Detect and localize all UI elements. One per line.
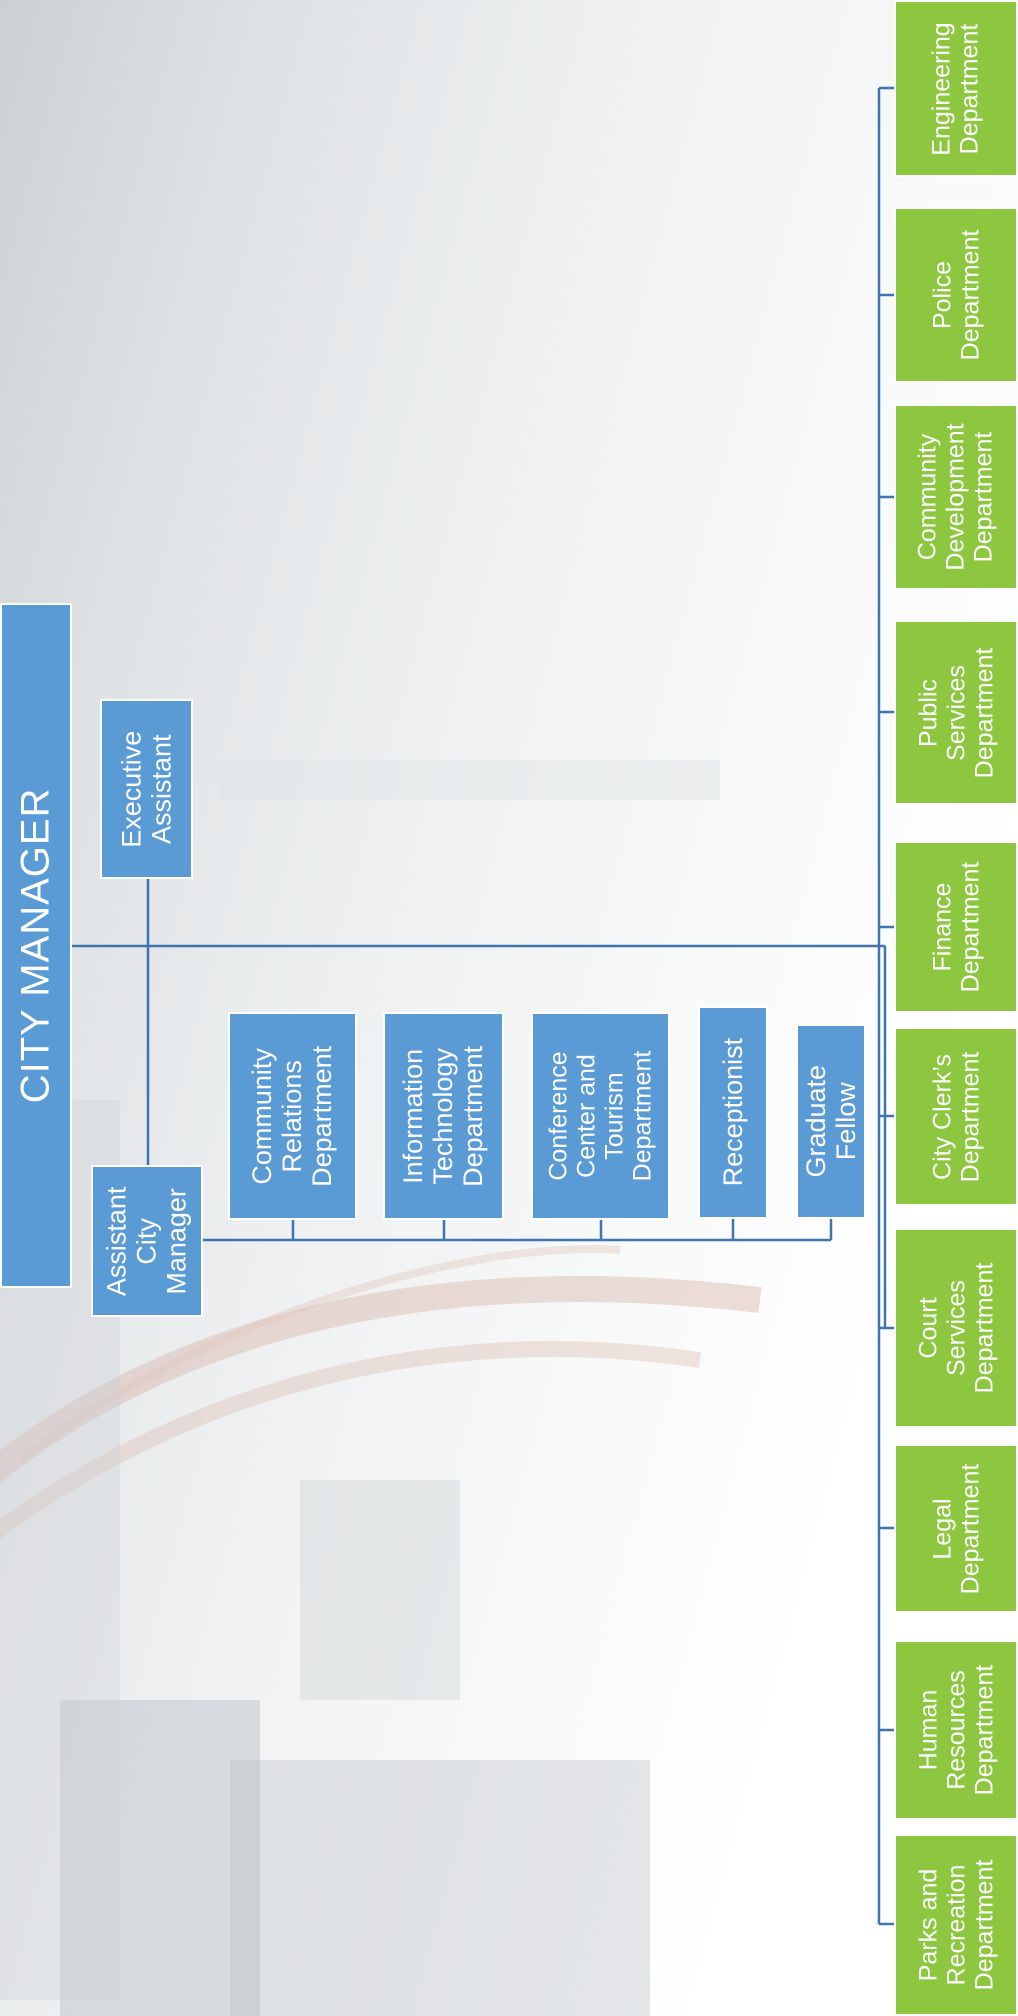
city-clerks-department-box: City Clerk’s Department xyxy=(894,1027,1018,1206)
community-relations-box: Community Relations Department xyxy=(228,1012,357,1220)
community-development-department-box: Community Development Department xyxy=(894,404,1018,590)
engineering-department-box: Engineering Department xyxy=(894,0,1018,177)
executive-assistant-box: Executive Assistant xyxy=(100,699,193,879)
human-resources-department-label: Human Resources Department xyxy=(914,1664,998,1796)
police-department-label: Police Department xyxy=(928,229,984,361)
human-resources-department-box: Human Resources Department xyxy=(894,1640,1018,1820)
assistant-city-manager-box: Assistant City Manager xyxy=(91,1165,203,1317)
public-services-department-box: Public Services Department xyxy=(894,620,1018,805)
parks-recreation-department-label: Parks and Recreation Department xyxy=(914,1859,998,1991)
assistant-city-manager-label: Assistant City Manager xyxy=(101,1186,193,1296)
community-development-department-label: Community Development Department xyxy=(914,423,998,571)
public-services-department-label: Public Services Department xyxy=(914,647,998,778)
community-relations-label: Community Relations Department xyxy=(247,1045,338,1187)
information-technology-label: Information Technology Department xyxy=(398,1045,489,1187)
court-services-department-label: Court Services Department xyxy=(914,1262,998,1394)
receptionist-label: Receptionist xyxy=(717,1038,748,1187)
city-manager-box: CITY MANAGER xyxy=(0,603,72,1288)
finance-department-box: Finance Department xyxy=(894,841,1018,1013)
city-manager-label: CITY MANAGER xyxy=(13,787,58,1104)
court-services-department-box: Court Services Department xyxy=(894,1228,1018,1428)
finance-department-label: Finance Department xyxy=(928,861,984,993)
police-department-box: Police Department xyxy=(894,207,1018,383)
information-technology-box: Information Technology Department xyxy=(383,1012,504,1220)
receptionist-box: Receptionist xyxy=(698,1006,768,1219)
parks-recreation-department-box: Parks and Recreation Department xyxy=(894,1834,1018,2016)
engineering-department-label: Engineering Department xyxy=(928,21,984,156)
graduate-fellow-label: Graduate Fellow xyxy=(800,1065,862,1178)
city-clerks-department-label: City Clerk’s Department xyxy=(928,1051,984,1182)
conference-center-tourism-label: Conference Center and Tourism Department xyxy=(544,1050,657,1182)
conference-center-tourism-box: Conference Center and Tourism Department xyxy=(531,1012,670,1220)
graduate-fellow-box: Graduate Fellow xyxy=(796,1024,866,1219)
executive-assistant-label: Executive Assistant xyxy=(116,730,177,848)
legal-department-label: Legal Department xyxy=(928,1463,984,1594)
legal-department-box: Legal Department xyxy=(894,1444,1018,1613)
